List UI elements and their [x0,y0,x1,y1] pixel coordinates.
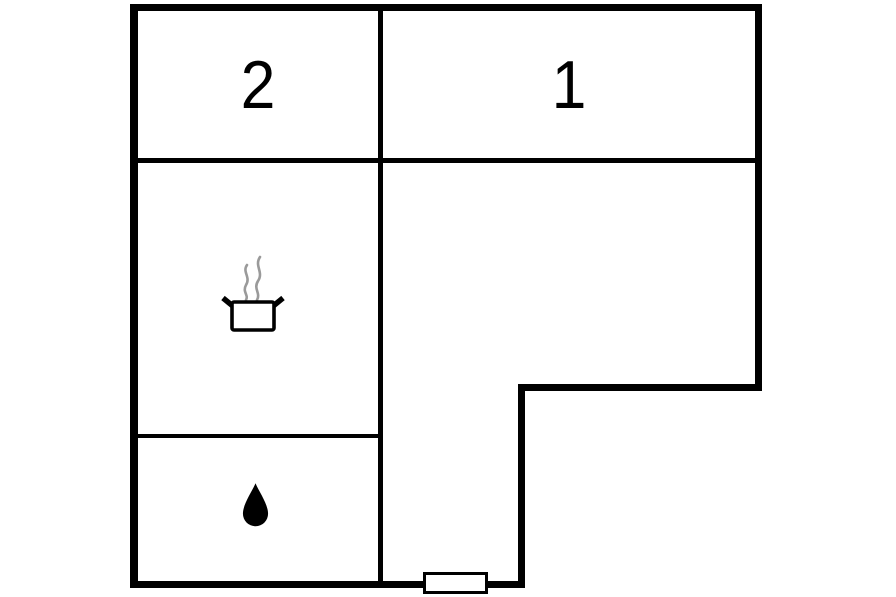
wall-outer-top [130,4,762,11]
wall-outer-left [130,4,138,588]
room-1-label: 1 [551,46,587,123]
steam-icon [243,255,262,302]
wall-outer-right [755,4,762,391]
room-2-label: 2 [240,46,276,123]
wall-kitchen-bathroom-divider [130,434,381,438]
wall-outer-bottom [130,581,525,588]
wall-divider-vertical [378,4,383,588]
wall-divider-horizontal [130,158,762,163]
wall-notch-side [518,384,525,588]
water-drop-icon [242,483,269,527]
wall-notch-top [518,384,762,391]
entrance-door [423,572,488,594]
cooking-pot-icon [221,255,285,332]
sofa-icon [531,251,615,290]
